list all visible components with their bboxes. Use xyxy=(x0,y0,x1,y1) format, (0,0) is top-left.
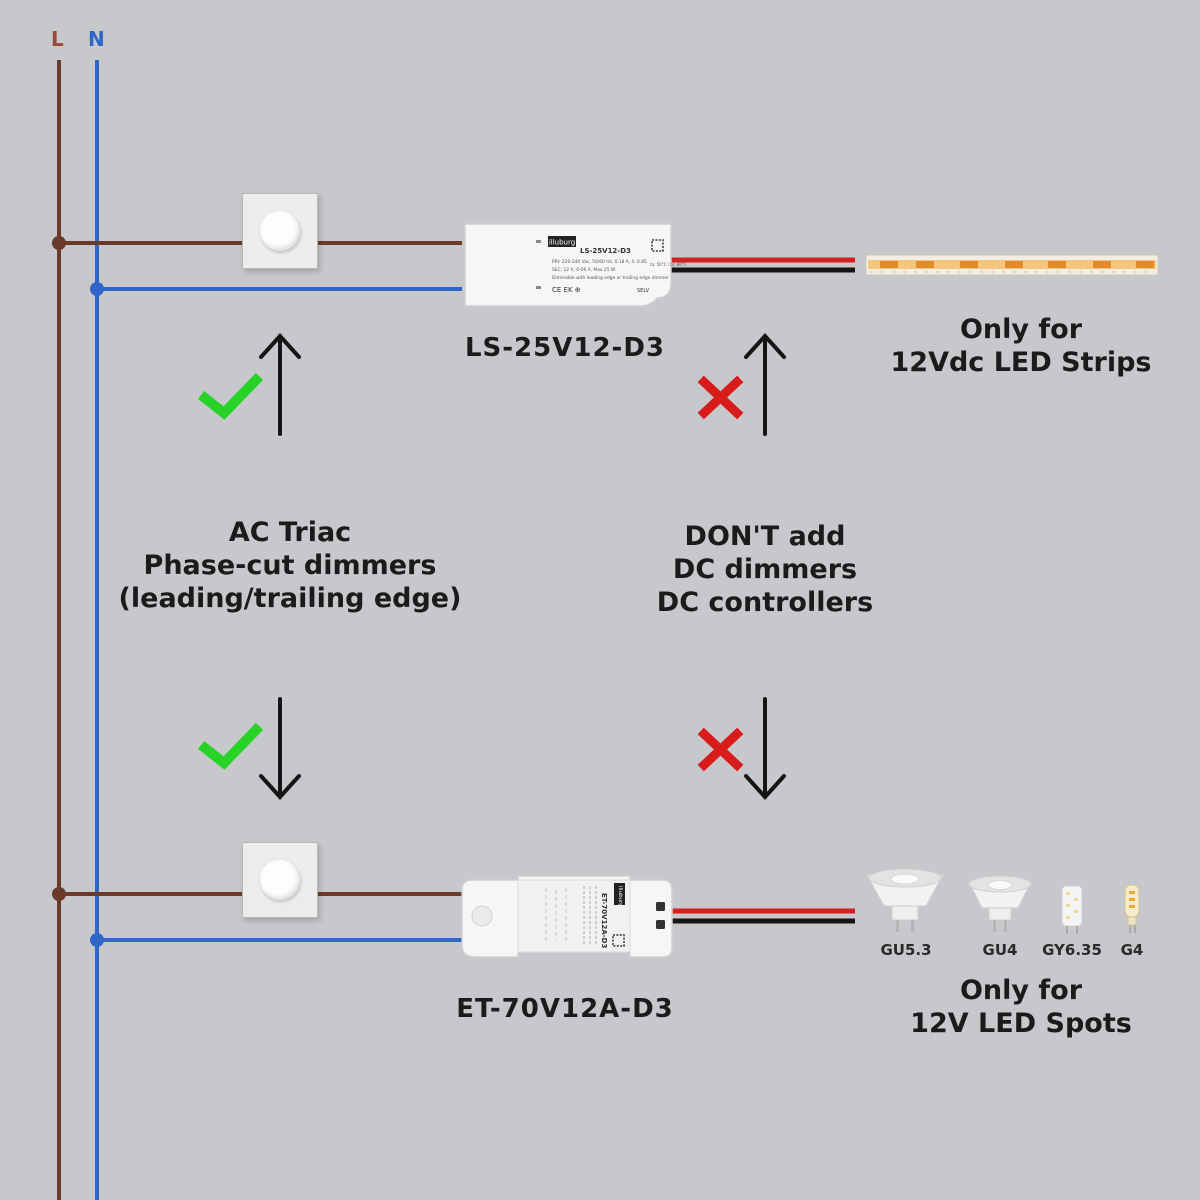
arrow-up-icon xyxy=(744,333,786,436)
dimmer-note-line3: (leading/trailing edge) xyxy=(118,583,462,614)
bottom-driver-box: ET-70V12A-D3 illuburg xyxy=(461,875,673,958)
dc-note-line2: DC dimmers xyxy=(672,554,858,585)
arrow-down-icon xyxy=(744,697,786,800)
gu4-bulb-icon xyxy=(968,875,1032,932)
gu53-bulb-icon xyxy=(866,868,944,932)
bulb-label-gu53: GU5.3 xyxy=(880,941,932,959)
dimmer-note-line1: AC Triac xyxy=(228,517,352,548)
cross-icon xyxy=(697,727,744,772)
dc-note-line1: DON'T add xyxy=(684,521,846,552)
gy635-bulb-icon xyxy=(1061,885,1083,934)
bottom-neutral-junction xyxy=(90,933,104,947)
bottom-driver-model: ET-70V12A-D3 xyxy=(456,994,674,1024)
spots-note: Only for 12V LED Spots xyxy=(880,974,1162,1040)
top-driver-label-dim: Dimmable with leading edge or trailing e… xyxy=(552,275,669,281)
dimmer-knob-icon[interactable] xyxy=(260,860,300,900)
cross-icon xyxy=(697,375,744,420)
live-rail-label: L xyxy=(51,27,64,51)
top-driver-selv: SELV xyxy=(637,288,650,294)
bottom-driver-label-title: ET-70V12A-D3 xyxy=(600,893,608,948)
bottom-live-junction xyxy=(52,887,66,901)
neutral-rail-label: N xyxy=(88,27,105,51)
dc-note-line3: DC controllers xyxy=(656,587,874,618)
spots-note-line1: Only for xyxy=(959,975,1083,1006)
spots-note-line2: 12V LED Spots xyxy=(910,1008,1132,1039)
top-driver-label-title: LS-25V12-D3 xyxy=(580,247,631,255)
top-driver-ce-marks: CE EK ⊕ xyxy=(552,286,581,294)
check-icon xyxy=(197,722,264,770)
arrow-up-icon xyxy=(259,333,301,436)
top-driver-temps: ta: 50°C / tc: 80°C xyxy=(650,262,687,267)
top-driver-brand: illuburg xyxy=(549,239,575,247)
led-strip xyxy=(865,254,1159,276)
top-driver-model: LS-25V12-D3 xyxy=(464,333,666,363)
bulb-label-gu4: GU4 xyxy=(982,941,1018,959)
top-driver-box: illuburg LS-25V12-D3 PRI: 220-240 Vac, 5… xyxy=(464,223,687,307)
top-driver-label-sec: SEC: 12 V, 0-06 A, Max 25 W xyxy=(552,267,616,273)
dimmer-knob-icon[interactable] xyxy=(260,211,300,251)
bottom-rotary-dimmer[interactable] xyxy=(242,842,318,918)
strip-note: Only for 12Vdc LED Strips xyxy=(880,313,1162,379)
top-live-junction xyxy=(52,236,66,250)
dimmer-compat-note: AC Triac Phase-cut dimmers (leading/trai… xyxy=(95,516,485,615)
top-driver-qr-icon xyxy=(651,239,664,252)
top-driver-label-pri: PRI: 220-240 Vac, 50/60 Hz, 0.18 A, λ: 0… xyxy=(552,259,647,265)
bottom-driver-qr-icon xyxy=(612,934,625,947)
arrow-down-icon xyxy=(259,697,301,800)
bulb-label-gy635: GY6.35 xyxy=(1042,941,1102,959)
strip-note-line2: 12Vdc LED Strips xyxy=(890,347,1152,378)
bulb-label-g4: G4 xyxy=(1120,941,1144,959)
top-rotary-dimmer[interactable] xyxy=(242,193,318,269)
top-neutral-junction xyxy=(90,282,104,296)
g4-bulb-icon xyxy=(1124,884,1140,933)
strip-note-line1: Only for xyxy=(959,314,1083,345)
check-icon xyxy=(197,372,264,420)
dimmer-note-line2: Phase-cut dimmers xyxy=(143,550,437,581)
bottom-driver-brand: illuburg xyxy=(617,886,623,907)
dc-warning-note: DON'T add DC dimmers DC controllers xyxy=(620,520,910,619)
